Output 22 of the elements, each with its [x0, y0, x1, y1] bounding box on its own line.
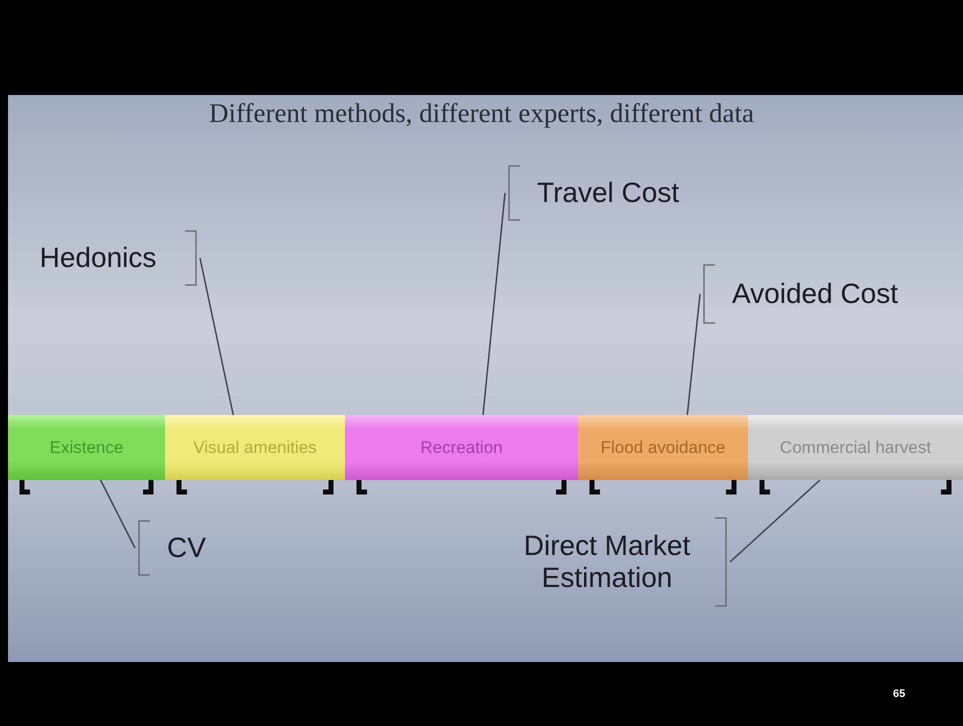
callout-label: Direct Market Estimation: [522, 530, 692, 594]
bar-segment: [748, 415, 963, 480]
callout-label: Travel Cost: [537, 176, 680, 210]
slide-title: Different methods, different experts, different data: [208, 98, 756, 129]
bar-segment: [8, 415, 165, 480]
leader-line: [482, 192, 506, 416]
bar-segment: [165, 415, 345, 480]
segment-label: Visual amenities: [193, 438, 317, 458]
leader-line: [730, 479, 820, 563]
segment-label: Recreation: [420, 438, 503, 458]
leader-line: [686, 294, 701, 416]
segment-label: Flood avoidance: [600, 438, 726, 458]
bar-segment: [345, 415, 578, 480]
callout-label: Avoided Cost: [732, 278, 898, 310]
leader-line: [199, 258, 234, 416]
callout-label: CV: [167, 532, 206, 564]
callout-label: Hedonics: [38, 242, 158, 274]
segment-label: Existence: [50, 438, 124, 458]
segment-label: Commercial harvest: [780, 438, 932, 458]
page-number: 65: [893, 688, 906, 700]
leader-line: [100, 480, 136, 548]
bar-segment: [578, 415, 748, 480]
